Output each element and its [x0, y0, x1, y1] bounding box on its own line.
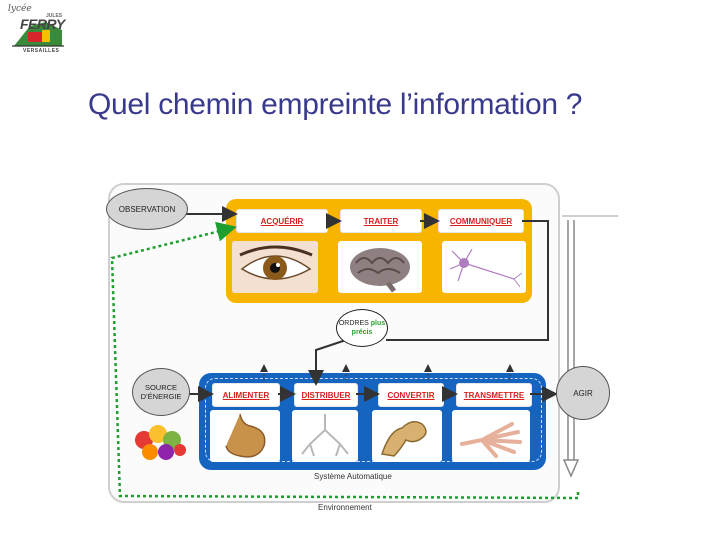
- environment-label: Environnement: [318, 503, 372, 512]
- neuron-icon: [449, 248, 523, 288]
- function-communiquer: COMMUNIQUER: [438, 209, 524, 233]
- slide-title: Quel chemin empreinte l’information ?: [88, 88, 583, 121]
- bronchi-icon: [301, 414, 349, 457]
- logo-small-text: JULES: [46, 13, 63, 19]
- orders-line: [386, 220, 549, 341]
- function-distribuer: DISTRIBUER: [294, 383, 358, 407]
- school-logo: lycée JULES FERRY VERSAILLES: [6, 4, 66, 58]
- information-chain: ACQUÉRIR TRAITER COMMUNIQUER: [226, 199, 532, 303]
- hand-bones-icon: [460, 422, 522, 458]
- logo-script-text: lycée: [8, 4, 32, 14]
- stomach-icon: [225, 413, 266, 458]
- hand-image: [452, 410, 530, 462]
- flexed-arm-icon: [381, 421, 427, 457]
- fruit-icon: [135, 425, 186, 460]
- system-label: Système Automatique: [314, 472, 392, 481]
- function-alimenter: ALIMENTER: [212, 383, 280, 407]
- stomach-image: [210, 410, 280, 462]
- logo-name: FERRY: [20, 16, 65, 32]
- feedback-loop: [110, 221, 580, 500]
- logo-city: VERSAILLES: [23, 48, 60, 54]
- fruit-image: [130, 414, 188, 464]
- agir-node: AGIR: [556, 366, 610, 420]
- logo-emblem-icon: [12, 22, 64, 47]
- brain-image: [338, 241, 422, 293]
- eye-image: [232, 241, 318, 293]
- eye-icon: [232, 241, 318, 293]
- neuron-image: [442, 241, 526, 293]
- muscle-image: [372, 410, 442, 462]
- lungs-image: [292, 410, 358, 462]
- function-acquerir: ACQUÉRIR: [236, 209, 328, 233]
- observation-node: OBSERVATION: [106, 188, 188, 230]
- orders-to-distribuer-arrow: [308, 339, 347, 386]
- brain-icon: [350, 248, 410, 293]
- function-convertir: CONVERTIR: [378, 383, 444, 407]
- agir-down-arrow-icon: [562, 459, 580, 478]
